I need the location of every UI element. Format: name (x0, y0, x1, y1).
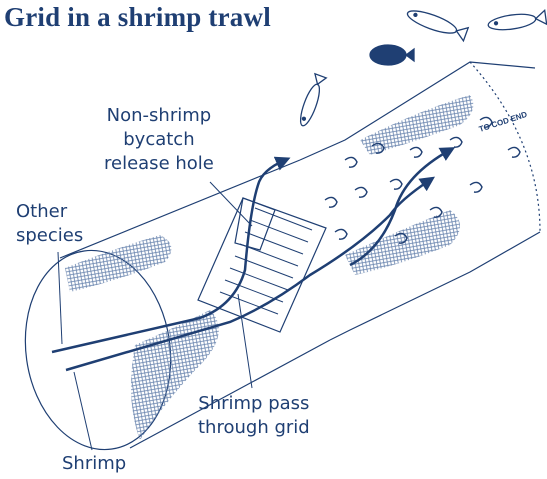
separator-grid (198, 198, 326, 332)
release-hole (235, 198, 275, 250)
escaping-fish-icon (297, 74, 326, 128)
non-shrimp-label-line3: release hole (104, 152, 214, 176)
shrimp-icon (325, 197, 337, 207)
fish-group (297, 7, 547, 128)
shrimp-icon (345, 157, 357, 167)
shrimp-icon (470, 182, 482, 192)
fish-icon (487, 10, 546, 32)
non-shrimp-label-line2: bycatch (104, 128, 214, 152)
non-shrimp-release-label: Non-shrimp bycatch release hole (104, 104, 214, 176)
leader-shrimp-pass (238, 294, 252, 388)
shrimp-icon (508, 147, 520, 157)
grid-frame (198, 198, 326, 332)
grid-bars (220, 208, 312, 314)
other-species-line2: species (16, 224, 83, 248)
non-shrimp-label-line1: Non-shrimp (104, 104, 214, 128)
mesh-patch-upper-right (360, 95, 473, 155)
fish-icon (405, 7, 468, 41)
shrimp-pass-line2: through grid (198, 416, 310, 440)
codend-end (470, 62, 540, 232)
cod-end-label: TO COD END (478, 110, 529, 134)
shrimp-label: Shrimp (62, 452, 126, 476)
codend-top-edge (300, 62, 535, 160)
shrimp-icon (410, 147, 422, 157)
shrimp-icon (450, 137, 462, 147)
leader-other-species (58, 252, 62, 344)
shrimp-pass-label: Shrimp pass through grid (198, 392, 310, 440)
diagram-title: Grid in a shrimp trawl (4, 2, 271, 33)
shrimp-icon (390, 179, 402, 189)
shrimp-icon (355, 187, 367, 197)
flatfish-icon (370, 45, 414, 65)
leader-shrimp (74, 372, 92, 450)
other-species-label: Other species (16, 200, 83, 248)
shrimp-pass-line1: Shrimp pass (198, 392, 310, 416)
other-species-line1: Other (16, 200, 83, 224)
shrimp-icon (335, 229, 347, 239)
